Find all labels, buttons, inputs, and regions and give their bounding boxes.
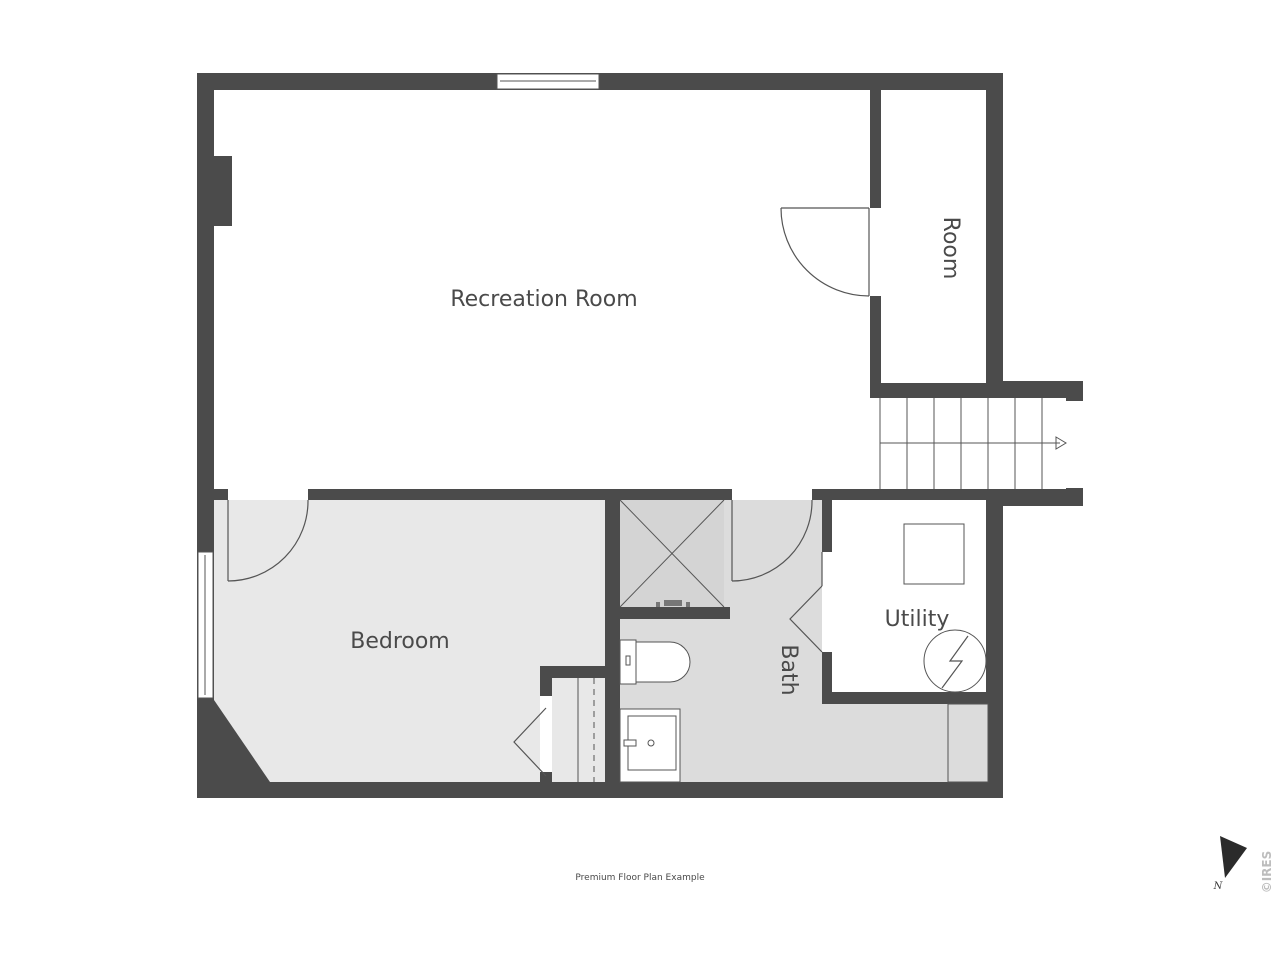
recreation-floor	[214, 90, 870, 490]
shower-icon	[619, 499, 725, 608]
recreation-room-label: Recreation Room	[450, 287, 637, 312]
closet-door-opening	[869, 208, 881, 296]
water-heater-icon	[923, 629, 987, 693]
caption: Premium Floor Plan Example	[575, 873, 705, 883]
doors	[227, 207, 881, 777]
stair-arrow-icon	[1055, 436, 1067, 450]
furnace-icon	[903, 523, 965, 585]
utility-label: Utility	[885, 607, 950, 632]
bath-label: Bath	[776, 644, 801, 695]
bedroom-label: Bedroom	[350, 629, 450, 654]
bath-counter	[947, 703, 989, 783]
fixtures	[577, 499, 989, 783]
toilet-icon	[619, 639, 691, 685]
windows	[197, 73, 600, 699]
watermark: ©IRES	[1260, 851, 1274, 894]
north-arrow-icon	[1220, 836, 1247, 878]
room-label: Room	[938, 217, 963, 280]
sink-icon	[619, 708, 681, 783]
north-label: N	[1213, 881, 1224, 892]
stairs	[879, 398, 1067, 489]
